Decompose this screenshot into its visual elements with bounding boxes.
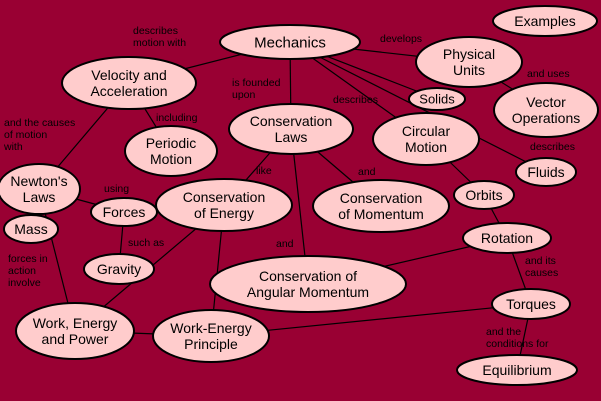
connector-label-such-as: such as: [128, 237, 164, 249]
node-shape-velocity: [61, 56, 197, 110]
node-shape-gravity: [83, 253, 155, 285]
node-shape-mechanics: [219, 24, 361, 60]
node-shape-newtons-laws: [0, 163, 81, 215]
node-shape-periodic-motion: [124, 125, 218, 177]
node-label-gravity: Gravity: [97, 261, 141, 277]
node-shape-physical-units: [415, 36, 523, 88]
node-shape-equilibrium: [456, 354, 578, 386]
node-label-mechanics: Mechanics: [254, 34, 326, 51]
node-label-orbits: Orbits: [465, 187, 502, 203]
node-label-rotation: Rotation: [481, 230, 533, 246]
connector-label-and-1: and: [358, 166, 376, 178]
node-shape-examples: [492, 5, 598, 37]
node-shape-solids: [408, 87, 466, 111]
node-shape-fluids: [515, 157, 577, 187]
node-label-mass: Mass: [14, 221, 47, 237]
node-mass: Mass: [3, 214, 59, 244]
node-shape-circular-motion: [372, 112, 480, 166]
node-shape-mass: [3, 214, 59, 244]
node-shape-orbits: [453, 180, 515, 210]
connector-label-using: using: [104, 183, 129, 195]
node-shape-conservation-energy: [155, 178, 293, 232]
connector-label-develops: develops: [380, 33, 422, 45]
node-shape-rotation: [462, 222, 552, 254]
node-torques: Torques: [491, 288, 571, 320]
node-label-torques: Torques: [506, 296, 556, 312]
connector-label-describes-2: describes: [530, 141, 575, 153]
node-forces: Forces: [90, 197, 158, 227]
node-shape-forces: [90, 197, 158, 227]
connector-label-and-uses: and uses: [527, 68, 570, 80]
node-shape-torques: [491, 288, 571, 320]
node-label-fluids: Fluids: [527, 164, 564, 180]
node-shape-work-energy-principle: [152, 309, 270, 363]
node-fluids: Fluids: [515, 157, 577, 187]
connector-label-including: including: [156, 112, 198, 124]
node-shape-conservation-angular: [209, 255, 407, 313]
node-mechanics: Mechanics: [219, 24, 361, 60]
node-orbits: Orbits: [453, 180, 515, 210]
node-label-forces: Forces: [103, 204, 146, 220]
node-solids: Solids: [408, 87, 466, 111]
connector-label-and-2: and: [276, 238, 294, 250]
node-label-equilibrium: Equilibrium: [482, 362, 551, 378]
node-label-solids: Solids: [419, 92, 455, 107]
node-equilibrium: Equilibrium: [456, 354, 578, 386]
node-label-examples: Examples: [514, 13, 575, 29]
node-shape-vector-operations: [493, 82, 599, 138]
connector-label-like: like: [256, 165, 272, 177]
connector-label-describes-1: describes: [333, 94, 378, 106]
node-rotation: Rotation: [462, 222, 552, 254]
node-shape-conservation-momentum: [312, 179, 450, 233]
node-examples: Examples: [492, 5, 598, 37]
node-gravity: Gravity: [83, 253, 155, 285]
node-shape-work-energy-power: [15, 302, 135, 360]
node-shape-conservation-laws: [228, 103, 354, 155]
